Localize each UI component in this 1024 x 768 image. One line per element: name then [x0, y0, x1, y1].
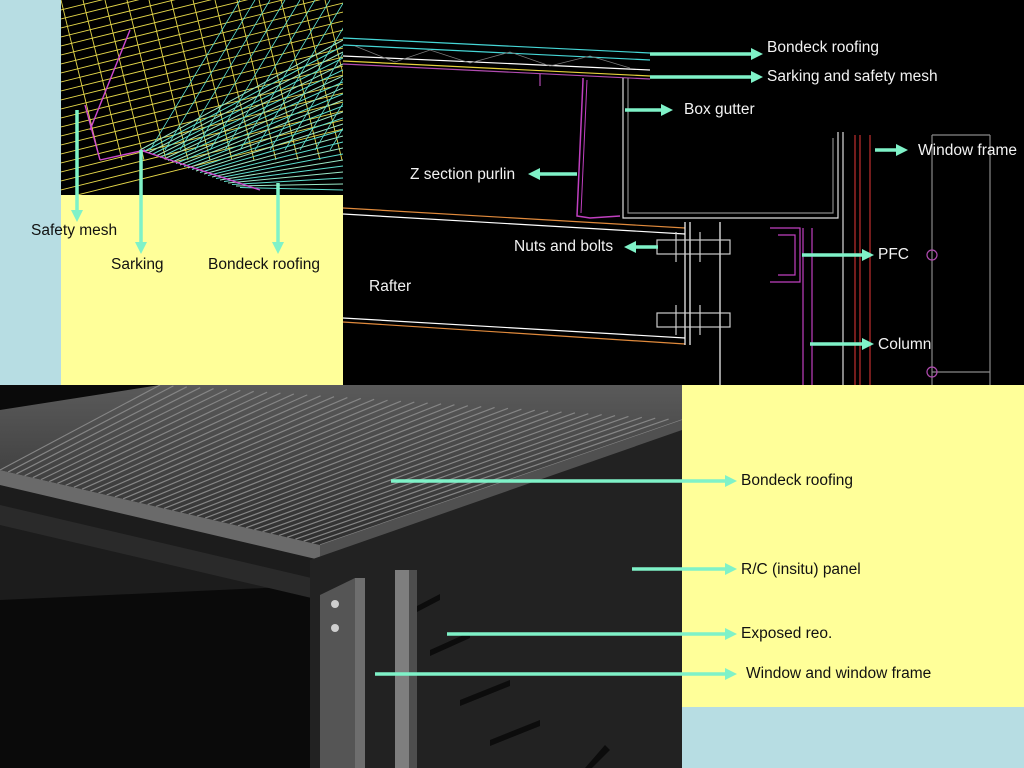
roof-wireframe-image — [61, 0, 343, 195]
label-sarking: Sarking — [111, 256, 164, 273]
label-box-gutter: Box gutter — [684, 101, 755, 118]
label-bondeck-roofing-top-right: Bondeck roofing — [767, 39, 880, 56]
roof-render-image — [0, 385, 682, 768]
arrows — [71, 48, 908, 680]
label-rc-insitu-panel: R/C (insitu) panel — [741, 561, 861, 578]
label-sarking-and-safety-mesh: Sarking and safety mesh — [767, 68, 938, 85]
label-rafter: Rafter — [369, 278, 412, 295]
gutter-section-drawing — [342, 37, 991, 385]
label-exposed-reo: Exposed reo. — [741, 625, 833, 642]
label-window-and-window-frame: Window and window frame — [746, 665, 932, 682]
label-bondeck-roofing-bottom: Bondeck roofing — [741, 472, 854, 489]
bottom-right-yellow-panel — [682, 385, 1024, 707]
label-window-frame: Window frame — [918, 142, 1018, 159]
label-column: Column — [878, 336, 932, 353]
label-pfc: PFC — [878, 246, 909, 263]
label-bondeck-roofing-top-left: Bondeck roofing — [208, 256, 321, 273]
left-blue-panel — [0, 0, 61, 385]
label-nuts-and-bolts: Nuts and bolts — [514, 238, 614, 255]
label-z-section-purlin: Z section purlin — [410, 166, 516, 183]
label-safety-mesh: Safety mesh — [31, 222, 118, 239]
bottom-right-blue-panel — [682, 707, 1024, 768]
